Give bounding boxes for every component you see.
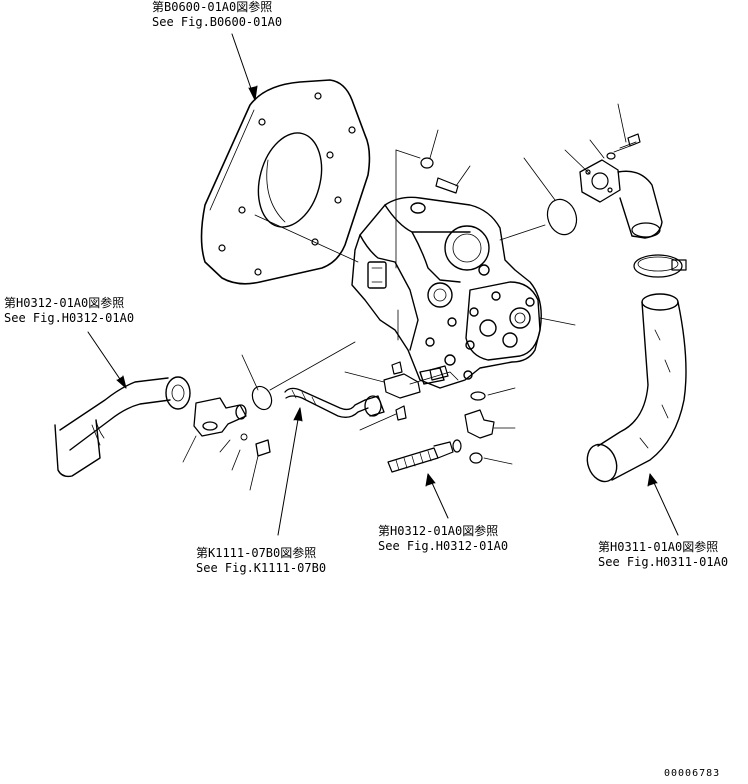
leader-elbow xyxy=(183,436,196,462)
elbow-fitting xyxy=(194,398,270,456)
leader-o-ring-small xyxy=(242,355,258,390)
right-small-fittings xyxy=(465,318,575,464)
leader-plate-pump xyxy=(255,215,358,262)
ref-label-drain-tube: 第K1111-07B0図参照 See Fig.K1111-07B0 xyxy=(196,546,326,576)
ref-label-en: See Fig.H0312-01A0 xyxy=(378,539,509,553)
ref-label-jp: 第H0312-01A0図参照 xyxy=(4,296,125,310)
ref-label-left-hose: 第H0312-01A0図参照 See Fig.H0312-01A0 xyxy=(4,296,134,326)
hydraulic-pump xyxy=(352,197,541,388)
ref-label-suction-hose: 第H0311-01A0図参照 See Fig.H0311-01A0 xyxy=(598,540,728,570)
o-ring-flange xyxy=(543,195,582,238)
o-ring-small xyxy=(249,383,275,412)
hose-clamp xyxy=(634,255,686,277)
ref-label-en: See Fig.H0311-01A0 xyxy=(598,555,729,569)
ref-label-en: See Fig.K1111-07B0 xyxy=(196,561,327,575)
center-hose xyxy=(388,440,461,472)
top-bolt-washer xyxy=(396,130,470,268)
ref-label-jp: 第B0600-01A0図参照 xyxy=(152,0,273,14)
ref-label-flywheel-housing: 第B0600-01A0図参照 See Fig.B0600-01A0 xyxy=(152,0,282,30)
leader-plug-2 xyxy=(250,456,258,490)
left-hose xyxy=(55,377,190,476)
ref-label-jp: 第K1111-07B0図参照 xyxy=(196,546,317,560)
center-fittings xyxy=(345,362,458,430)
suction-hose xyxy=(582,294,686,486)
leader-o-ring xyxy=(524,158,555,200)
leader-o-ring-2 xyxy=(232,450,240,470)
ref-label-en: See Fig.B0600-01A0 xyxy=(152,15,283,29)
ref-label-center-hose: 第H0312-01A0図参照 See Fig.H0312-01A0 xyxy=(378,524,508,554)
leader-o-ring-pump xyxy=(500,225,545,240)
leader-plug xyxy=(220,440,230,452)
adapter-plate xyxy=(202,80,370,284)
ref-label-jp: 第H0311-01A0図参照 xyxy=(598,540,719,554)
leader-o-ring-pump xyxy=(270,342,355,390)
reference-arrows xyxy=(88,34,678,535)
drain-tube xyxy=(285,388,384,417)
document-number: 00006783 xyxy=(664,768,721,779)
flange-elbow-parts xyxy=(565,104,662,238)
ref-label-en: See Fig.H0312-01A0 xyxy=(4,311,135,325)
ref-label-jp: 第H0312-01A0図参照 xyxy=(378,524,499,538)
